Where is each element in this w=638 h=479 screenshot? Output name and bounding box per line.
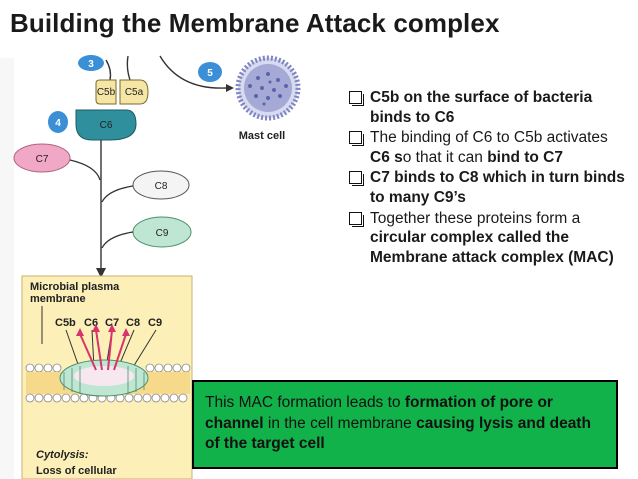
mast-cell-label: Mast cell: [239, 130, 285, 142]
pore-label-c8: C8: [126, 317, 140, 329]
bullet-text: C7 binds to C8 which in turn binds to ma…: [370, 169, 625, 206]
main-arrow-head: [96, 268, 106, 278]
c7-arrow: [69, 159, 101, 181]
bullet-item: C5b on the surface of bacteria binds to …: [346, 88, 631, 127]
checkbox-bullet-icon: [349, 91, 364, 106]
bullet-text: Together these proteins form a circular …: [370, 209, 614, 266]
membrane-panel: Microbial plasma membrane C5b C6 C7 C8 C…: [21, 275, 193, 479]
checkbox-bullet-icon: [349, 171, 364, 187]
summary-text-2: formation of pore or channel: [205, 394, 553, 432]
arrow-in-2: [126, 55, 131, 81]
bullet-text: C5b on the surface of bacteria binds to …: [370, 89, 593, 126]
membrane-label-line1: Microbial plasma: [30, 281, 120, 293]
step-3-label: 3: [88, 59, 94, 70]
c6-protein: C6: [75, 109, 137, 141]
efflux-arrows: [79, 329, 127, 371]
c6-label: C6: [100, 120, 113, 131]
step-badge-5: 5: [198, 62, 222, 82]
bullet-item: C7 binds to C8 which in turn binds to ma…: [346, 168, 631, 207]
summary-text-1: This MAC formation leads to: [205, 394, 405, 411]
c9-label: C9: [156, 228, 169, 239]
c5a-label: C5a: [125, 87, 144, 98]
mast-cell: Mast cell: [235, 55, 301, 142]
checkbox-bullet-icon: [349, 211, 364, 227]
membrane-label-line2: membrane: [30, 293, 86, 305]
c5b-protein: C5b: [95, 79, 117, 105]
arrow-in-1: [105, 59, 112, 81]
cytolysis-sub-label: Loss of cellular: [36, 465, 117, 477]
left-edge-strip: [0, 58, 14, 479]
mac-summary-box: This MAC formation leads to formation of…: [192, 380, 618, 469]
checkbox-bullet-icon: [349, 131, 364, 147]
arrow-to-mast-cell-head: [226, 84, 234, 92]
bullet-item: The binding of C6 to C5b activates C6 so…: [346, 128, 631, 167]
bullet-item: Together these proteins form a circular …: [346, 209, 631, 268]
cytolysis-label: Cytolysis:: [36, 449, 89, 461]
c8-arrow: [101, 185, 134, 203]
c9-arrow: [101, 231, 134, 249]
c7-protein: C7: [13, 143, 71, 173]
efflux-arrow-heads: [76, 324, 130, 336]
c5a-protein: C5a: [119, 79, 149, 105]
c9-protein: C9: [132, 216, 192, 248]
pore-label-c5b: C5b: [55, 317, 76, 329]
step-badge-3: 3: [78, 55, 104, 71]
arrow-to-mast-cell: [159, 55, 227, 89]
pore-label-c9: C9: [148, 317, 162, 329]
bullet-text: The binding of C6 to C5b activates C6 so…: [370, 129, 608, 166]
step-5-label: 5: [207, 68, 213, 79]
pore-label-c7: C7: [105, 317, 119, 329]
summary-text-4: causing lysis and death of the target ce…: [205, 414, 591, 453]
c5b-label: C5b: [97, 87, 116, 98]
step-4-label: 4: [55, 118, 61, 129]
bullet-list: C5b on the surface of bacteria binds to …: [346, 88, 631, 268]
step-badge-4: 4: [48, 111, 68, 133]
c8-protein: C8: [132, 170, 190, 200]
c8-label: C8: [155, 181, 168, 192]
summary-text-3: in the cell membrane: [263, 414, 417, 432]
pore-label-c6: C6: [84, 317, 98, 329]
slide-title: Building the Membrane Attack complex: [10, 8, 500, 38]
c7-label: C7: [36, 154, 49, 165]
mac-pore: [59, 359, 149, 397]
